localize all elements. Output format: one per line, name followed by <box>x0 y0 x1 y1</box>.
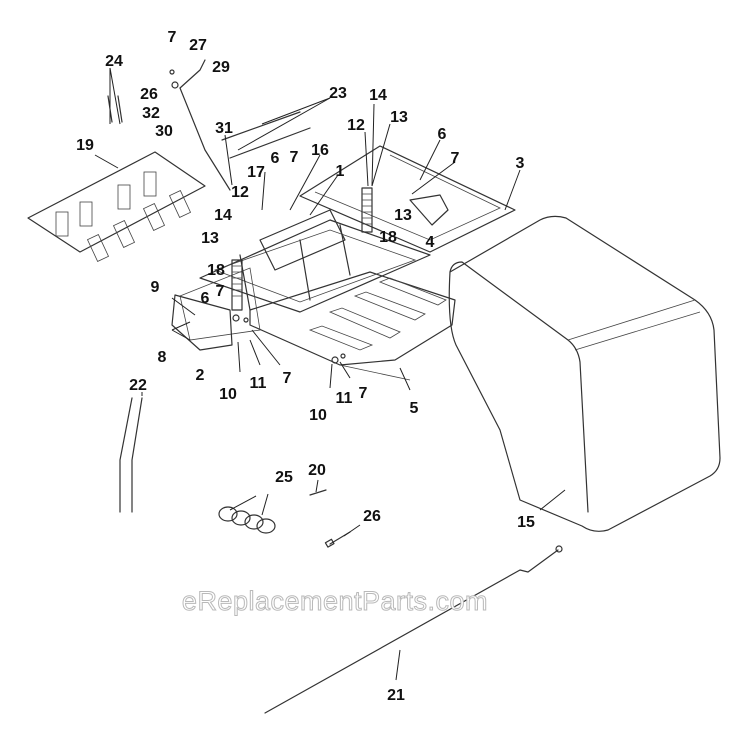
callout-22: 22 <box>129 377 147 394</box>
callout-17: 17 <box>247 164 265 181</box>
grass-bag-part <box>448 215 721 532</box>
callout-6: 6 <box>201 290 210 307</box>
callout-7: 7 <box>283 370 292 387</box>
callout-25: 25 <box>275 469 293 486</box>
callout-10: 10 <box>309 407 327 424</box>
handle-linkage-part <box>169 59 231 191</box>
callout-14: 14 <box>369 87 387 104</box>
cable-part <box>264 545 563 714</box>
callout-labels: 7 27 24 29 26 32 30 31 23 14 13 12 19 6 … <box>76 29 535 704</box>
deck-floor-part <box>249 271 456 381</box>
callout-27: 27 <box>189 37 207 54</box>
washers-part <box>218 506 276 534</box>
callout-7: 7 <box>359 385 368 402</box>
callout-19: 19 <box>76 137 94 154</box>
leader-lines <box>94 67 566 681</box>
callout-29: 29 <box>212 59 230 76</box>
callout-16: 16 <box>311 142 329 159</box>
callout-26: 26 <box>140 86 158 103</box>
left-spring-part <box>231 259 243 311</box>
callout-24: 24 <box>105 53 123 70</box>
callout-15: 15 <box>517 514 535 531</box>
callout-26: 26 <box>363 508 381 525</box>
callout-13: 13 <box>394 207 412 224</box>
callout-2: 2 <box>196 367 205 384</box>
side-rods-part <box>119 397 143 513</box>
callout-1: 1 <box>336 163 345 180</box>
callout-18: 18 <box>379 229 397 246</box>
callout-9: 9 <box>151 279 160 296</box>
callout-32: 32 <box>142 105 160 122</box>
upper-frame-part <box>299 145 516 253</box>
callout-18: 18 <box>207 262 225 279</box>
callout-3: 3 <box>516 155 525 172</box>
callout-21: 21 <box>387 687 405 704</box>
callout-7: 7 <box>451 150 460 167</box>
right-bracket-part <box>409 194 449 226</box>
callout-11: 11 <box>250 375 267 392</box>
callout-13: 13 <box>390 109 408 126</box>
flaps-part <box>27 151 206 262</box>
callout-30: 30 <box>155 123 173 140</box>
pin-part <box>309 489 327 496</box>
hardware-part <box>232 314 346 364</box>
callout-20: 20 <box>308 462 326 479</box>
callout-11: 11 <box>336 390 353 407</box>
callout-4: 4 <box>426 234 435 251</box>
callout-31: 31 <box>215 120 233 137</box>
callout-7: 7 <box>216 283 225 300</box>
callout-12: 12 <box>347 117 365 134</box>
callout-13: 13 <box>201 230 219 247</box>
callout-14: 14 <box>214 207 232 224</box>
callout-5: 5 <box>410 400 419 417</box>
left-bracket-part <box>171 294 233 351</box>
rods-part <box>221 111 311 159</box>
callout-10: 10 <box>219 386 237 403</box>
callout-12: 12 <box>231 184 249 201</box>
callout-6: 6 <box>438 126 447 143</box>
callout-8: 8 <box>158 349 167 366</box>
callout-23: 23 <box>329 85 347 102</box>
right-spring-part <box>361 187 373 233</box>
callout-7: 7 <box>290 149 299 166</box>
callout-6: 6 <box>271 150 280 167</box>
callout-7: 7 <box>168 29 177 46</box>
watermark-text: eReplacementParts.com <box>182 586 488 616</box>
